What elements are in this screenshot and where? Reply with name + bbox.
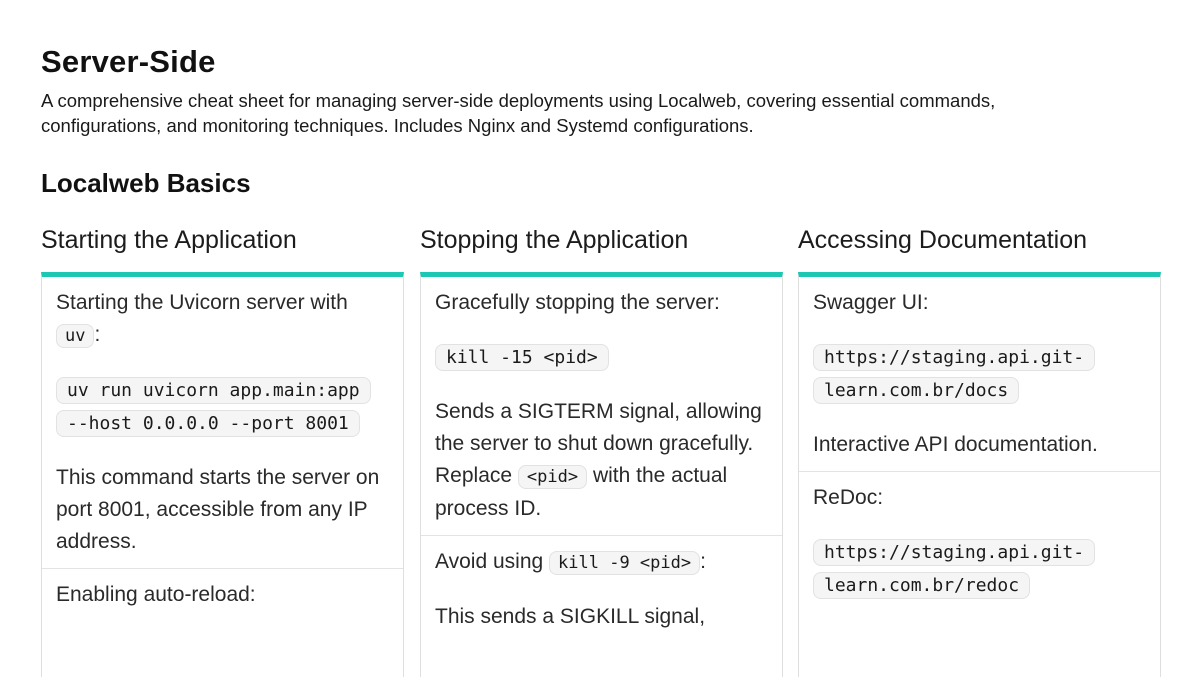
card-section: Enabling auto-reload: <box>42 569 403 621</box>
column-stopping-application: Stopping the Application Gracefully stop… <box>420 222 783 677</box>
card-section: ReDoc: https://staging.api.git-learn.com… <box>799 472 1160 612</box>
code-line: --host 0.0.0.0 --port 8001 <box>56 410 360 437</box>
block-intro: ReDoc: <box>813 486 884 509</box>
code-line: uv run uvicorn app.main:app <box>56 377 371 404</box>
code-block: https://staging.api.git-learn.com.br/red… <box>813 536 1146 602</box>
code-line: learn.com.br/docs <box>813 377 1020 404</box>
card-section: Gracefully stopping the server: kill -15… <box>421 277 782 536</box>
card: Starting the Uvicorn server with uv: uv … <box>41 272 404 677</box>
page-description: A comprehensive cheat sheet for managing… <box>41 90 996 136</box>
intro-text: Starting the Uvicorn server with <box>56 291 348 314</box>
section-title: Localweb Basics <box>41 168 251 198</box>
column-heading: Starting the Application <box>41 226 297 254</box>
intro-text: Avoid using <box>435 550 544 573</box>
card-section: Starting the Uvicorn server with uv: uv … <box>42 277 403 569</box>
block-description: This sends a SIGKILL signal, <box>435 605 706 628</box>
desc-text-end: with the actual process ID. <box>435 464 728 520</box>
code-block: https://staging.api.git-learn.com.br/doc… <box>813 341 1146 407</box>
block-intro: Avoid using kill -9 <pid>: <box>435 546 768 579</box>
column-heading: Accessing Documentation <box>798 226 1088 254</box>
code-block: kill -15 <pid> <box>435 341 768 374</box>
column-heading: Stopping the Application <box>420 226 689 254</box>
column-starting-application: Starting the Application Starting the Uv… <box>41 222 404 677</box>
block-intro: Gracefully stopping the server: <box>435 291 720 314</box>
block-description: Sends a SIGTERM signal, allowing the ser… <box>435 396 768 525</box>
desc-text: Sends a SIGTERM signal, allowing the ser… <box>435 400 762 487</box>
code-line: https://staging.api.git- <box>813 344 1096 371</box>
intro-text-end: : <box>700 550 706 573</box>
card: Swagger UI: https://staging.api.git-lear… <box>798 272 1161 677</box>
block-description: This command starts the server on port 8… <box>56 466 380 553</box>
card-section: Avoid using kill -9 <pid>: This sends a … <box>421 536 782 643</box>
column-accessing-documentation: Accessing Documentation Swagger UI: http… <box>798 222 1161 677</box>
code-line: learn.com.br/redoc <box>813 572 1031 599</box>
code-line: kill -15 <pid> <box>435 344 609 371</box>
inline-code: uv <box>56 324 95 348</box>
code-line: https://staging.api.git- <box>813 539 1096 566</box>
intro-text-end: : <box>94 323 101 346</box>
block-intro: Enabling auto-reload: <box>56 583 256 606</box>
code-block: uv run uvicorn app.main:app --host 0.0.0.… <box>56 374 389 440</box>
cheatsheet-page: Server-Side A comprehensive cheat sheet … <box>41 0 1161 677</box>
card-section: Swagger UI: https://staging.api.git-lear… <box>799 277 1160 472</box>
block-intro: Swagger UI: <box>813 291 929 314</box>
page-title: Server-Side <box>41 44 216 79</box>
block-intro: Starting the Uvicorn server with uv: <box>56 287 389 352</box>
inline-code: <pid> <box>517 465 588 489</box>
card: Gracefully stopping the server: kill -15… <box>420 272 783 677</box>
inline-code: kill -9 <pid> <box>549 551 701 575</box>
block-description: Interactive API documentation. <box>813 433 1098 456</box>
